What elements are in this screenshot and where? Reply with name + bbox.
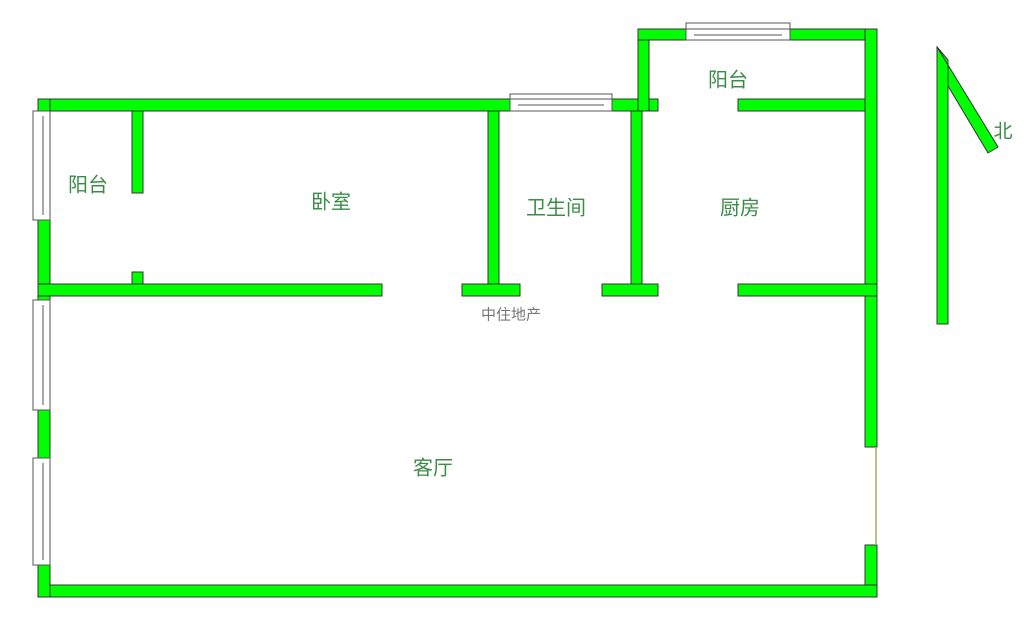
wall-bath-left [487,110,500,286]
walls [37,28,878,598]
room-label-bedroom: 卧室 [311,189,351,214]
wall-balcony-top-right [789,28,878,41]
wall-top-bedroom [37,98,511,112]
wall-bedroom-bottom [37,283,383,297]
room-label-balcony-north: 阳台 [708,67,748,92]
wall-balcony-top-left [637,28,687,41]
window-left-2 [32,299,51,411]
north-arrow-icon [936,45,999,325]
wall-bath-bottom-left [461,283,521,297]
wall-top-bath-right [611,98,659,112]
window-bath [509,93,613,100]
room-label-living-room: 客厅 [413,455,453,480]
north-label: 北 [993,120,1013,143]
wall-bath-right [630,110,643,286]
room-label-bathroom: 卫生间 [526,195,586,220]
windows [32,22,791,566]
watermark: 中住地产 [480,305,542,324]
room-label-kitchen: 厨房 [720,195,760,220]
wall-right-upper [864,28,878,448]
wall-bottom [37,584,878,598]
wall-balcony-partition [131,110,144,194]
window-balcony [685,22,791,30]
window-left-3 [32,457,51,566]
wall-bath-bottom-right [601,283,659,297]
wall-balcony-left [637,28,650,112]
wall-kitchen-bottom [737,283,878,297]
wall-balcony-kitchen [737,98,878,112]
window-left-1 [32,110,51,221]
room-label-balcony-west: 阳台 [68,172,108,197]
